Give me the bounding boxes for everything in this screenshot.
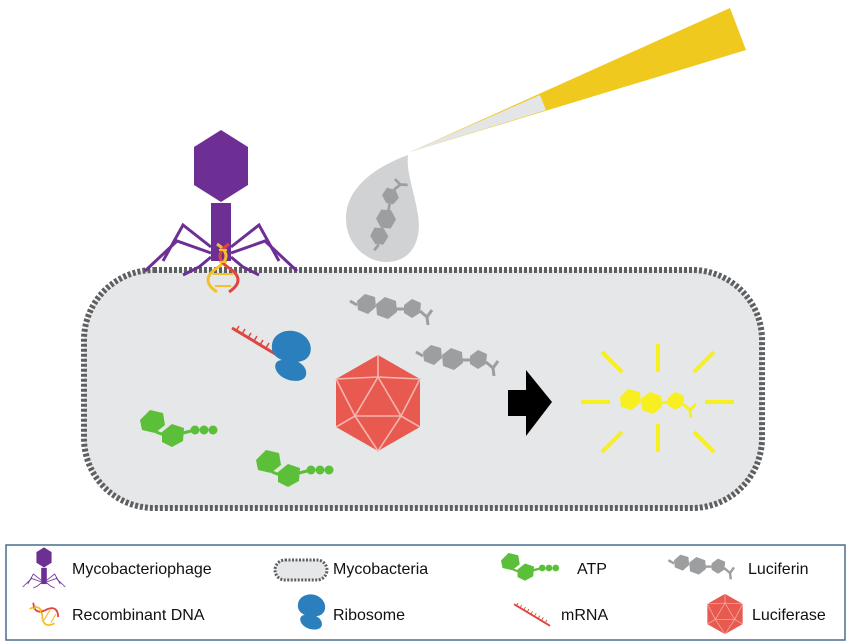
cell-icon [273, 558, 329, 582]
legend-label: Recombinant DNA [72, 607, 205, 624]
legend-item-ribosome: Ribosome [297, 594, 405, 630]
droplet-icon [346, 155, 419, 262]
legend-item-mrna: mRNA [513, 602, 608, 627]
legend-item-mycobacteriophage: Mycobacteriophage [22, 546, 212, 589]
mycobacteria-cell [81, 267, 765, 511]
legend-label: mRNA [561, 607, 608, 624]
legend-label: Luciferin [748, 561, 808, 578]
legend-item-luciferin: Luciferin [667, 553, 808, 581]
light-icon [581, 344, 734, 454]
legend-item-luciferase: Luciferase [707, 593, 826, 635]
legend-item-mycobacteria: Mycobacteria [273, 558, 428, 582]
pipette-icon [410, 8, 746, 152]
legend-label: ATP [577, 561, 607, 578]
legend-item-atp: ATP [499, 551, 607, 582]
legend-label: Mycobacteriophage [72, 561, 212, 578]
legend-label: Mycobacteria [333, 561, 428, 578]
arrow-icon [508, 370, 552, 436]
legend-item-recombinant-dna: Recombinant DNA [26, 597, 205, 629]
legend-label: Ribosome [333, 607, 405, 624]
legend-label: Luciferase [752, 607, 826, 624]
